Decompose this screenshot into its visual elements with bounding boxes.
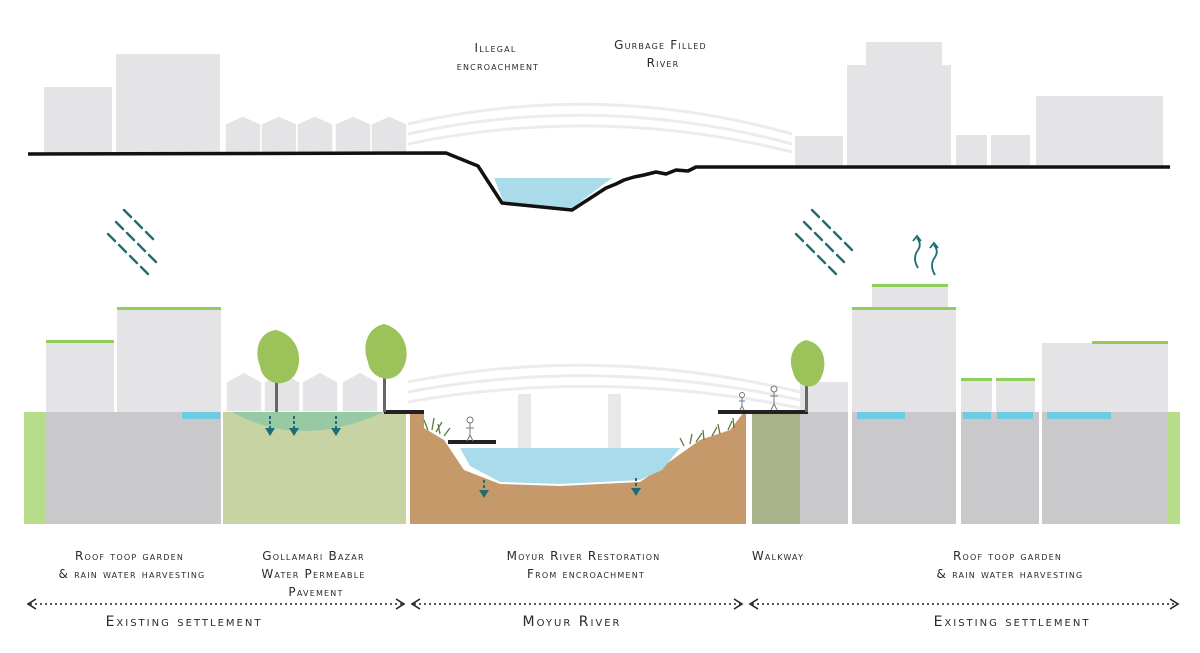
building <box>961 380 992 412</box>
building <box>46 342 114 412</box>
building <box>991 135 1030 165</box>
label-gollamari-bazar: Gollamari Bazar Water Permeable Pavement <box>261 549 370 599</box>
ground-block <box>800 412 848 524</box>
green-roof <box>872 284 948 287</box>
walkway-deck <box>718 410 808 414</box>
building <box>1036 96 1163 165</box>
building <box>866 42 942 66</box>
building <box>852 309 956 412</box>
building <box>44 87 112 154</box>
building <box>847 65 951 165</box>
person-icon <box>466 416 474 442</box>
label-illegal-encroachment: Illegal encroachment <box>457 41 540 73</box>
green-edge <box>24 412 46 524</box>
building <box>1042 343 1168 412</box>
permeable-pavement <box>223 412 406 524</box>
proposed-section <box>24 208 1180 524</box>
green-roof <box>46 340 114 343</box>
zone-label-middle: Moyur River <box>522 614 621 630</box>
river-deck <box>448 440 496 444</box>
label-walkway: Walkway <box>752 549 804 563</box>
soil-block <box>410 412 746 524</box>
river-water <box>494 178 612 208</box>
existing-condition-section <box>27 42 1170 212</box>
label-roof-garden-right: Roof toop garden & rain water harvesting <box>937 549 1084 581</box>
building <box>795 136 843 165</box>
river-water <box>460 448 680 484</box>
bridge <box>407 102 793 154</box>
building <box>116 54 220 154</box>
ground-block <box>46 412 221 524</box>
ground-block <box>1042 412 1168 524</box>
evaporation-arrow-icon <box>912 234 939 276</box>
rain-icon <box>794 208 854 276</box>
building <box>996 380 1035 412</box>
green-roof <box>996 378 1035 381</box>
green-edge <box>1168 412 1180 524</box>
bridge-pillar <box>518 394 531 448</box>
bridge-pillar <box>608 394 621 448</box>
label-garbage-filled-river: Gurbage Filled River <box>614 38 712 70</box>
walkway-block <box>752 412 800 524</box>
green-roof <box>961 378 992 381</box>
building <box>956 135 987 165</box>
zone-dimension-lines <box>26 598 1180 610</box>
infiltration-arrow-icon <box>265 416 641 498</box>
zone-label-right: Existing settlement <box>934 614 1091 630</box>
ground-line <box>27 151 1170 212</box>
person-icon <box>739 392 745 411</box>
water-tank <box>997 412 1033 419</box>
rain-icon <box>106 208 158 276</box>
building <box>117 310 221 412</box>
pitched-roof-houses <box>224 115 408 155</box>
person-icon <box>770 385 778 411</box>
water-tank <box>1047 412 1111 419</box>
tree-icon <box>365 324 407 412</box>
building <box>872 286 948 308</box>
label-roof-garden-left: Roof toop garden & rain water harvesting <box>59 549 206 581</box>
label-river-restoration: Moyur River Restoration From encroachmen… <box>507 549 666 581</box>
green-roof <box>117 307 221 310</box>
tree-icon <box>257 330 300 412</box>
green-roof <box>1092 341 1168 344</box>
pitched-roof-houses <box>225 371 379 413</box>
bridge <box>407 363 801 448</box>
ground-block <box>852 412 956 524</box>
water-tank <box>182 412 220 419</box>
water-tank <box>963 412 991 419</box>
bank-vegetation <box>423 417 735 447</box>
water-tank <box>857 412 905 419</box>
tree-icon <box>790 340 825 412</box>
bazar-deck <box>384 410 424 414</box>
zone-label-left: Existing settlement <box>106 614 263 630</box>
ground-block <box>961 412 1039 524</box>
green-roof <box>852 307 956 310</box>
